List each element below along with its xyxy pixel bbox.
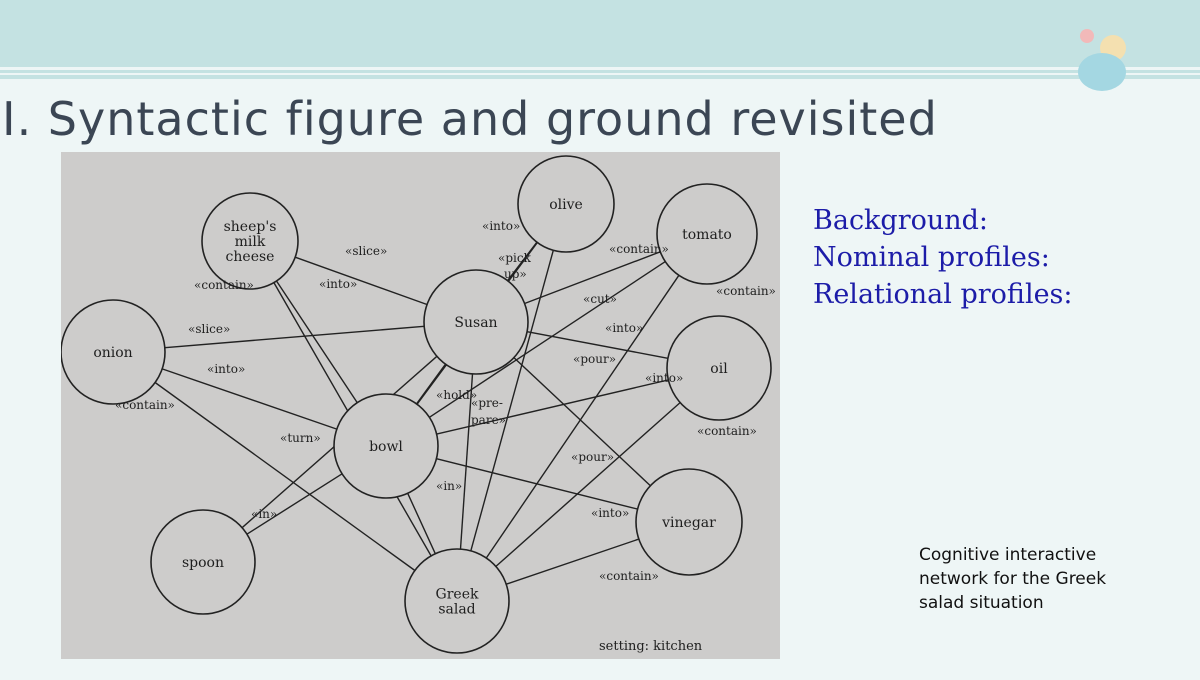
- relation-label-contain-vinegar: «contain»: [599, 569, 659, 583]
- node-onion: onion: [61, 299, 166, 405]
- relation-label-contain-onion: «contain»: [115, 398, 175, 412]
- top-band: [0, 0, 1200, 67]
- relation-label-into-vinegar: «into»: [591, 506, 629, 520]
- edge-susan-vinegar: [513, 357, 651, 487]
- edge-susan-tomato: [524, 251, 661, 305]
- relation-label-slice-onion: «slice»: [188, 322, 230, 336]
- relation-label-in-spoon: «in»: [251, 507, 277, 521]
- relation-label-pre: «pre-: [471, 396, 503, 410]
- decorative-dot-blue: [1078, 53, 1126, 91]
- node-label-cheese: cheese: [226, 249, 275, 265]
- node-label-cheese: milk: [235, 234, 266, 250]
- node-label-salad: Greek: [436, 587, 479, 603]
- node-circle-susan: [423, 269, 529, 375]
- edge-oil-salad: [495, 402, 681, 567]
- edge-spoon-bowl: [246, 473, 343, 535]
- node-circle-spoon: [150, 509, 256, 615]
- relation-label-contain-olive: «contain»: [609, 242, 669, 256]
- edge-olive-salad: [470, 250, 554, 552]
- note-background: Background:: [813, 205, 989, 236]
- edge-susan-bowl: [415, 363, 447, 405]
- edge-susan-cheese: [294, 256, 428, 306]
- relation-label-turn: «turn»: [280, 431, 321, 445]
- node-label-onion: onion: [93, 345, 132, 361]
- relation-label-pour-oil: «pour»: [573, 352, 616, 366]
- relation-label-into-oil: «into»: [645, 371, 683, 385]
- node-label-tomato: tomato: [682, 227, 732, 243]
- note-nominal-profiles: Nominal profiles:: [813, 242, 1050, 273]
- node-circle-olive: [517, 155, 615, 253]
- relation-label-contain-tomato: «contain»: [716, 284, 776, 298]
- node-circle-tomato: [656, 183, 758, 285]
- relation-label-contain-oil: «contain»: [697, 424, 757, 438]
- node-circle-salad: [404, 548, 510, 654]
- node-label-salad: salad: [438, 602, 475, 618]
- relation-label-into-onion: «into»: [207, 362, 245, 376]
- edge-susan-onion: [164, 325, 425, 349]
- node-circle-vinegar: [635, 468, 743, 576]
- figure-caption: Cognitive interactive network for the Gr…: [919, 543, 1189, 615]
- node-circle-cheese: [201, 192, 299, 290]
- relation-label-setting: setting: kitchen: [599, 639, 703, 654]
- relation-label-cut: «cut»: [583, 292, 617, 306]
- node-label-cheese: sheep's: [224, 219, 277, 235]
- edge-onion-salad: [154, 381, 416, 572]
- node-label-spoon: spoon: [182, 555, 224, 571]
- node-label-bowl: bowl: [369, 439, 403, 455]
- node-tomato: tomato: [656, 183, 758, 285]
- relation-label-into-cheese: «into»: [319, 277, 357, 291]
- node-spoon: spoon: [150, 509, 256, 615]
- relation-label-pick: «pick: [498, 251, 532, 265]
- edge-cheese-bowl: [275, 280, 358, 404]
- node-label-vinegar: vinegar: [661, 515, 716, 531]
- node-label-susan: Susan: [454, 315, 497, 331]
- edge-tomato-salad: [485, 274, 680, 559]
- edge-oil-bowl: [436, 379, 669, 435]
- node-olive: olive: [517, 155, 615, 253]
- relation-label-into-tomato: «into»: [605, 321, 643, 335]
- node-label-oil: oil: [710, 361, 728, 377]
- divider-line-lower: [0, 75, 1200, 79]
- relation-label-hold: «hold»: [436, 388, 477, 402]
- divider-line: [0, 70, 1200, 73]
- relation-label-into-olive: «into»: [482, 219, 520, 233]
- caption-line-2: network for the Greek: [919, 569, 1107, 589]
- relation-label-in-bowl: «in»: [436, 479, 462, 493]
- node-circle-oil: [666, 315, 772, 421]
- slide-title: I. Syntactic figure and ground revisited: [2, 92, 938, 146]
- node-circle-onion: [61, 299, 166, 405]
- edge-tomato-bowl: [429, 261, 666, 418]
- node-circle-bowl: [333, 393, 439, 499]
- node-label-olive: olive: [549, 197, 583, 213]
- edge-bowl-salad: [407, 493, 436, 554]
- relation-label-slice-cheese: «slice»: [345, 244, 387, 258]
- node-susan: Susan: [423, 269, 529, 375]
- edge-susan-oil: [526, 331, 669, 359]
- node-bowl: bowl: [333, 393, 439, 499]
- node-vinegar: vinegar: [635, 468, 743, 576]
- edge-vinegar-salad: [505, 538, 640, 585]
- note-relational-profiles: Relational profiles:: [813, 279, 1073, 310]
- node-oil: oil: [666, 315, 772, 421]
- edge-onion-bowl: [161, 368, 338, 430]
- edge-susan-salad: [459, 373, 474, 550]
- relation-label-up: up»: [504, 267, 527, 281]
- relation-label-pour-vinegar: «pour»: [571, 450, 614, 464]
- caption-line-1: Cognitive interactive: [919, 545, 1097, 565]
- caption-line-3: salad situation: [919, 593, 1044, 613]
- decorative-dot-pink: [1080, 29, 1094, 43]
- relation-label-contain-cheese: «contain»: [194, 278, 254, 292]
- relation-label-pare: pare»: [471, 413, 506, 427]
- notes-list: Background: Nominal profiles: Relational…: [813, 202, 1073, 313]
